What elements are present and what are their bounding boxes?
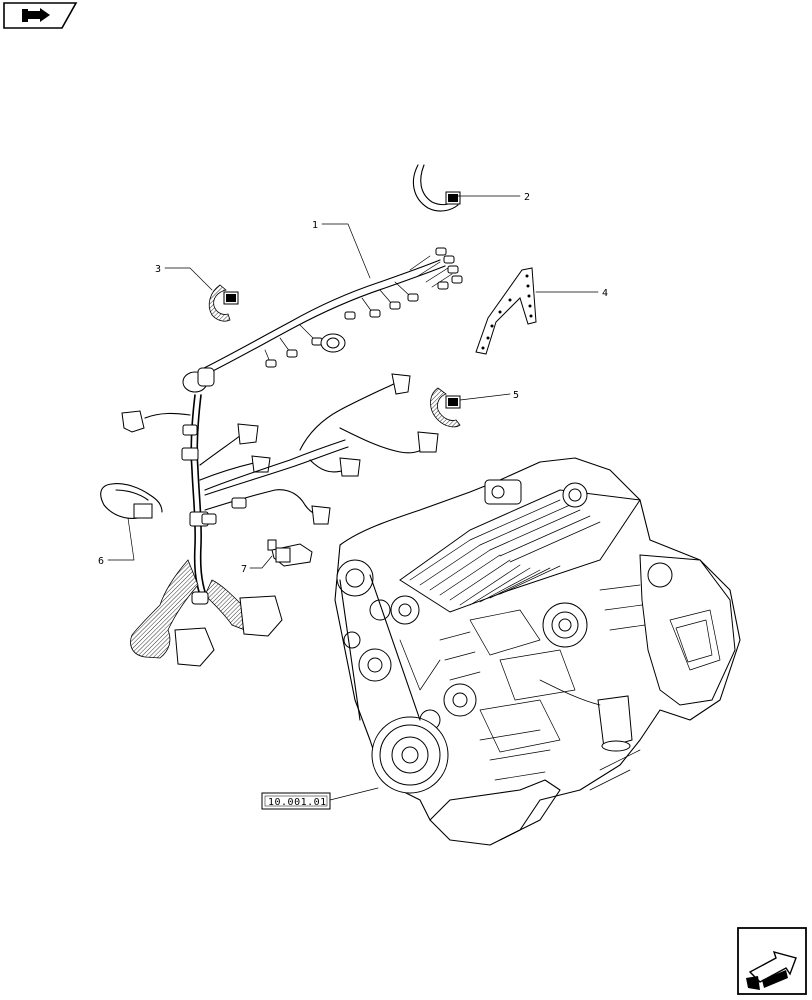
sensor-7-illustration [267,539,313,567]
engine-reference-label: 10.001.01 [268,797,327,808]
wiring-harness-illustration [121,247,463,667]
cable-clamp-2-illustration [412,164,461,212]
cable-clamp-3-illustration [208,284,239,322]
cable-tie-6-illustration [100,483,163,519]
book-arrow-icon[interactable] [3,2,78,29]
leader-lines [107,195,599,801]
callout-7: 7 [241,564,247,575]
engine-illustration [334,457,741,846]
engine-reference-link[interactable]: 10.001.01 [261,792,331,810]
callout-3: 3 [155,264,161,275]
callout-2: 2 [524,192,530,203]
callout-5: 5 [513,390,519,401]
cable-clamp-5-illustration [430,387,461,428]
next-page-arrow-icon[interactable] [737,927,807,995]
callout-4: 4 [602,288,608,299]
bracket-4-illustration [475,267,537,355]
callout-6: 6 [98,556,104,567]
callout-1: 1 [312,220,318,231]
